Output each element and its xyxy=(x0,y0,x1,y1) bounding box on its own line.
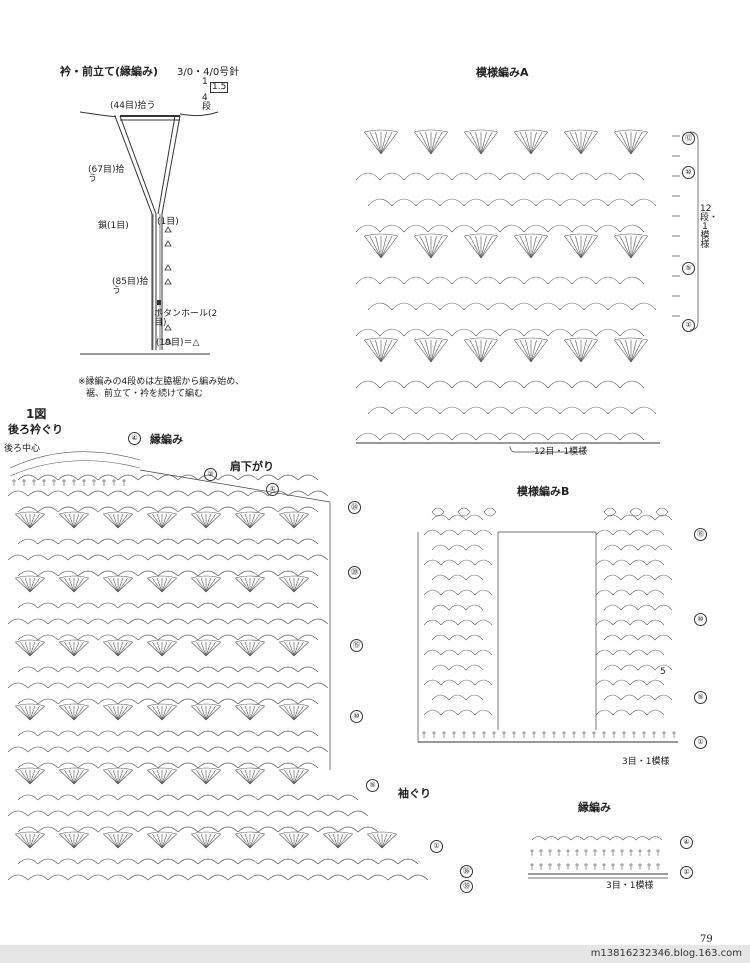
chain-1: 鎖(1目) xyxy=(98,221,129,231)
fig1-row-20: ⑳ xyxy=(348,566,361,579)
fig1-armhole: 袖ぐり xyxy=(398,787,431,800)
collar-title: 衿・前立て(縁編み) xyxy=(60,65,159,78)
pickup-44: (44目)拾う xyxy=(110,101,156,111)
pattern-a-row-12: ⑫ xyxy=(682,132,695,145)
fig1-edging: 縁編み xyxy=(150,433,183,446)
fig1-row-2: ② xyxy=(204,468,217,481)
rows-label: 4段 xyxy=(202,93,212,112)
pickup-85: (85目)拾う xyxy=(112,277,149,296)
pattern-b-five: 5 xyxy=(660,667,666,677)
pattern-b-bottom-label: 3目・1模様 xyxy=(622,757,670,767)
pattern-a-row-10: ⑩ xyxy=(682,166,695,179)
edging-row-1: ① xyxy=(680,866,693,879)
fig1-back-neck: 後ろ衿ぐり xyxy=(8,423,63,436)
pattern-a-title: 模様編みA xyxy=(476,66,529,79)
fig1-stitches xyxy=(7,451,429,881)
fig1-row-5: ⑤ xyxy=(366,779,379,792)
edging-stitches xyxy=(528,836,668,879)
fig1-center-back: 後ろ中心 xyxy=(4,444,41,454)
collar-shape xyxy=(79,111,219,355)
fig1-row-1: ① xyxy=(266,483,279,496)
collar-note-1: ※縁編みの4段めは左脇裾から編み始め、 xyxy=(78,377,245,387)
pattern-b-row-15: ⑮ xyxy=(694,528,707,541)
pattern-b-row-10: ⑩ xyxy=(694,613,707,626)
fig1-row-1b: ① xyxy=(430,840,443,853)
pattern-a-stitches xyxy=(355,129,699,453)
page-number: 79 xyxy=(700,934,713,945)
pattern-b-row-5: ⑤ xyxy=(694,691,707,704)
pattern-b-row-1: ① xyxy=(694,736,707,749)
footer-url: m13816232346.blog.163.com xyxy=(590,948,742,959)
fig1-row-36: ㊱ xyxy=(460,865,473,878)
rows-top: 1 xyxy=(202,77,208,87)
fig1-row-15: ⑮ xyxy=(350,639,363,652)
edging-title: 縁編み xyxy=(578,801,611,814)
pattern-b-stitches xyxy=(417,507,678,743)
fig1-shoulder: 肩下がり xyxy=(230,460,274,473)
rows-box: 1.5 xyxy=(210,82,229,93)
edging-chart: 3目・1模様 ④ ① xyxy=(520,826,720,896)
pattern-a-row-5: ⑤ xyxy=(682,262,695,275)
fig1-chart: ④ ② ① ㉔ ⑳ ⑮ ⑩ ⑤ ① ㊱ ㉟ xyxy=(0,432,480,910)
needle-size: 3/0・4/0号針 xyxy=(177,67,240,78)
pattern-b-chart: 5 3目・1模様 ⑮ ⑩ ⑤ ① xyxy=(410,500,710,770)
pattern-b-title: 模様編みB xyxy=(517,485,570,498)
fig1-row-24: ㉔ xyxy=(348,501,361,514)
pattern-a-row-1: ① xyxy=(682,319,695,332)
count-19: (19目)＝△ xyxy=(156,338,200,348)
stitch-1: (1目) xyxy=(157,217,179,227)
fig1-row-35: ㉟ xyxy=(460,880,473,893)
pickup-67: (67目)拾う xyxy=(88,165,125,184)
edging-row-4: ④ xyxy=(680,836,693,849)
collar-diagram: 衿・前立て(縁編み) 3/0・4/0号針 1 1.5 4段 (44目)拾う (6… xyxy=(60,60,290,410)
footer-bar: m13816232346.blog.163.com xyxy=(0,945,750,963)
fig1-row-10: ⑩ xyxy=(350,710,363,723)
pattern-a-chart: 12段・1模様 12目・1模様 ⑫ ⑩ ⑤ ① xyxy=(350,100,730,470)
collar-note-2: 裾、前立て・衿を続けて編む xyxy=(86,389,204,399)
pattern-a-bottom-label: 12目・1模様 xyxy=(534,447,588,457)
pattern-a-side-label: 12段・1模様 xyxy=(700,204,719,250)
edging-bottom-label: 3目・1模様 xyxy=(606,881,654,891)
fig1-row-4: ④ xyxy=(128,432,141,445)
fig1-title: 1図 xyxy=(26,407,47,421)
